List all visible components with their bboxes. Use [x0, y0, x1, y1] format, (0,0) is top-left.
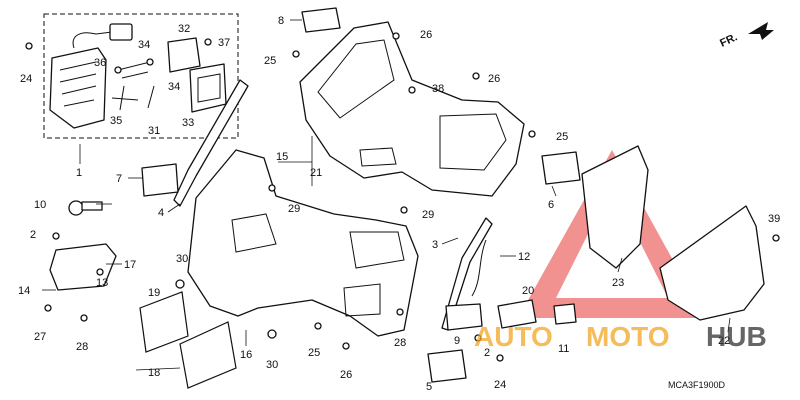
- callout-27: 27: [34, 331, 46, 343]
- callout-30-b: 30: [266, 359, 278, 371]
- callout-28-right: 28: [394, 337, 406, 349]
- diagram-code: MCA3F1900D: [668, 380, 726, 390]
- callout-34-a: 34: [138, 39, 150, 51]
- callout-21: 21: [310, 167, 322, 179]
- front-direction-label: FR.: [718, 31, 739, 49]
- watermark-auto: AUTO: [474, 321, 553, 352]
- callout-6: 6: [548, 199, 554, 211]
- subassembly-box: [43, 13, 239, 139]
- callout-19: 19: [148, 287, 160, 299]
- callout-4: 4: [158, 207, 164, 219]
- pocket-lid-5-part: [427, 349, 467, 383]
- callout-25-a: 25: [264, 55, 276, 67]
- switch-cover-part: [167, 37, 227, 113]
- callout-31: 31: [148, 125, 160, 137]
- callout-32: 32: [178, 23, 190, 35]
- callout-22: 22: [718, 335, 730, 347]
- mat-19-part: [139, 291, 189, 353]
- pocket-lid-7-part: [141, 163, 179, 197]
- callout-7: 7: [116, 173, 122, 185]
- upper-inner-cover-part: [299, 21, 525, 197]
- callout-2-right: 2: [484, 347, 490, 359]
- fasteners: [25, 32, 780, 362]
- callout-5: 5: [426, 381, 432, 393]
- lid-17-part: [49, 243, 117, 291]
- callout-26-a: 26: [420, 29, 432, 41]
- callout-16: 16: [240, 349, 252, 361]
- upper-inner-cover-detail: [317, 39, 507, 171]
- callout-18: 18: [148, 367, 160, 379]
- callout-35: 35: [110, 115, 122, 127]
- callout-39: 39: [768, 213, 780, 225]
- callout-34-b: 34: [168, 81, 180, 93]
- pocket-lid-6-part: [541, 151, 581, 185]
- callout-15: 15: [276, 151, 288, 163]
- callout-30-a: 30: [176, 253, 188, 265]
- callout-20: 20: [522, 285, 534, 297]
- watermark-triangle-logo: [518, 150, 705, 318]
- callout-25-b: 25: [556, 131, 568, 143]
- lock-assembly: [68, 200, 577, 331]
- callout-9: 9: [454, 335, 460, 347]
- callout-26-b: 26: [488, 73, 500, 85]
- callout-28-left: 28: [76, 341, 88, 353]
- callout-17: 17: [124, 259, 136, 271]
- callout-13: 13: [96, 277, 108, 289]
- pocket-lid-8-part: [301, 7, 341, 33]
- callout-2-left: 2: [30, 229, 36, 241]
- callout-11: 11: [558, 343, 569, 355]
- callout-24-bottom: 24: [494, 379, 506, 391]
- callout-29-a: 29: [288, 203, 300, 215]
- watermark: [518, 150, 705, 318]
- callout-38: 38: [432, 83, 444, 95]
- callout-3: 3: [432, 239, 438, 251]
- switch-panel-part: [49, 23, 133, 129]
- watermark-text: AUTO MOTO HUB: [474, 321, 767, 352]
- mat-18-part: [179, 321, 237, 389]
- front-direction-arrow: FR.: [718, 22, 774, 50]
- callout-labels: 1 2 2 3 4 5 6 7 8 9 10 11 12 13 14 15 16…: [18, 15, 780, 393]
- callout-14: 14: [18, 285, 30, 297]
- watermark-hub: HUB: [706, 321, 767, 352]
- callout-8: 8: [278, 15, 284, 27]
- watermark-moto: MOTO: [586, 321, 669, 352]
- callout-26-c: 26: [340, 369, 352, 381]
- callout-24-top: 24: [20, 73, 32, 85]
- side-panel-23-part: [581, 145, 649, 269]
- callout-23: 23: [612, 277, 624, 289]
- callout-10: 10: [34, 199, 46, 211]
- side-panel-22-part: [659, 205, 765, 321]
- side-trim-left-part: [173, 79, 249, 207]
- callout-29-b: 29: [422, 209, 434, 221]
- leader-lines: [42, 19, 731, 371]
- wire-harness-part: [111, 58, 155, 111]
- lower-inner-cover-part: [187, 149, 419, 337]
- callout-12: 12: [518, 251, 530, 263]
- callout-1: 1: [76, 167, 82, 179]
- callout-36: 36: [94, 57, 106, 69]
- callout-33: 33: [182, 117, 194, 129]
- callout-37: 37: [218, 37, 230, 49]
- callout-25-c: 25: [308, 347, 320, 359]
- lower-inner-cover-detail: [231, 213, 405, 317]
